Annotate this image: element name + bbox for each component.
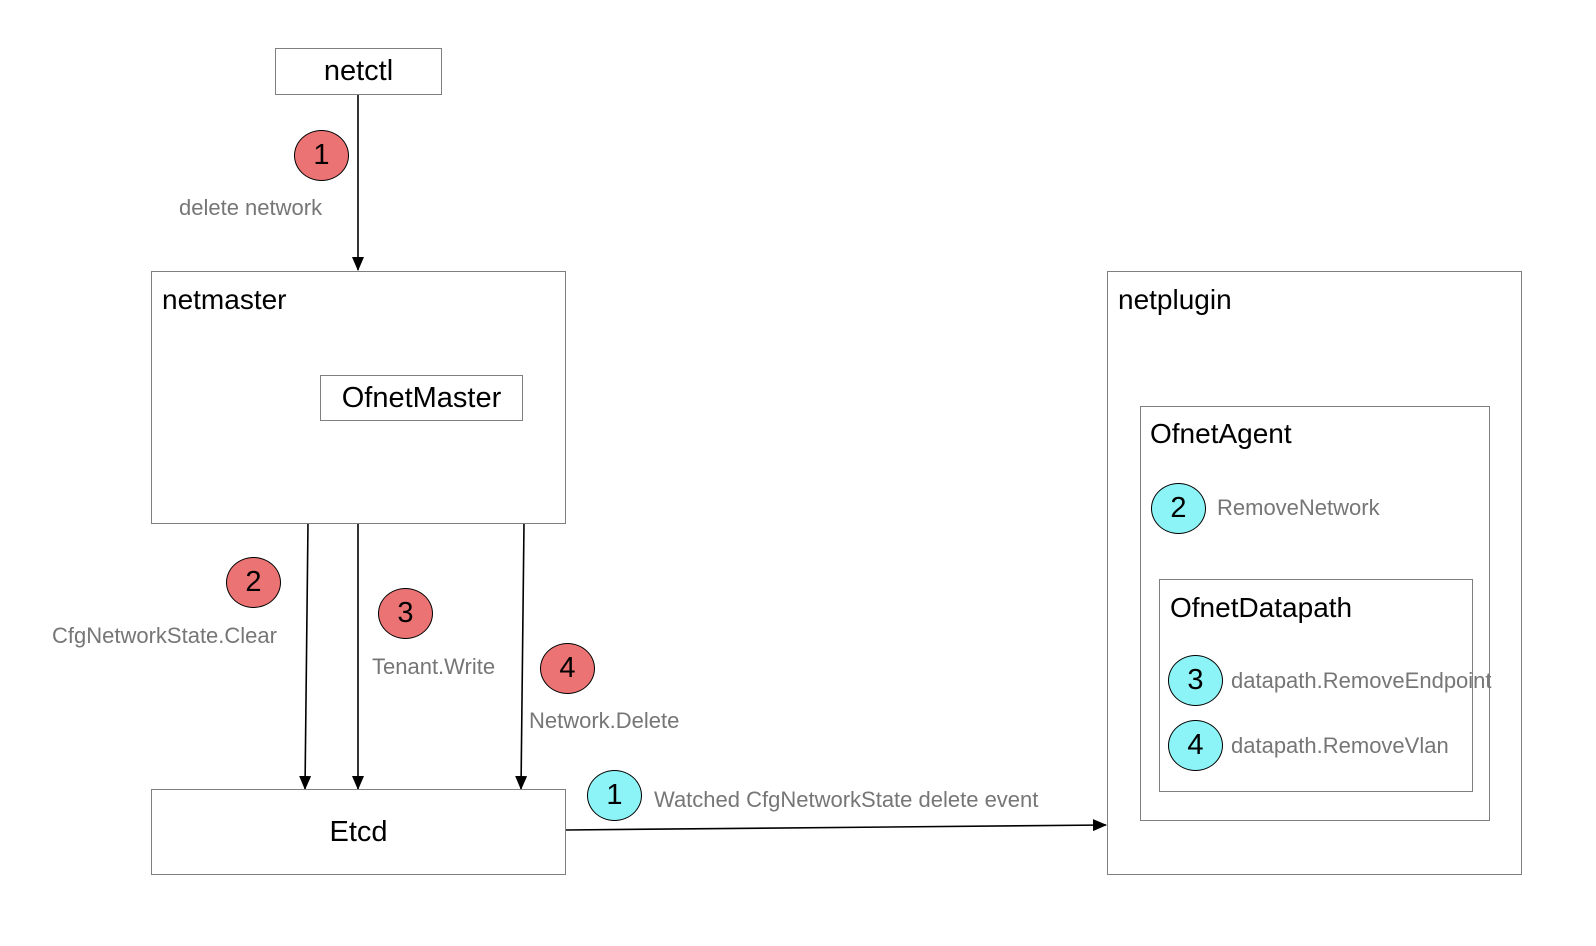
netmaster-title: netmaster xyxy=(162,284,287,315)
step-badge-remove-endpoint: 3 xyxy=(1168,655,1223,706)
arrow-cfg-clear xyxy=(299,522,312,790)
step-badge-delete-network: 1 xyxy=(294,130,349,181)
netctl-box: netctl xyxy=(275,48,442,95)
etcd-box: Etcd xyxy=(151,789,566,875)
netplugin-box xyxy=(1107,271,1522,875)
step-label-watched: Watched CfgNetworkState delete event xyxy=(654,787,1039,812)
ofnet-datapath-title: OfnetDatapath xyxy=(1170,592,1353,623)
ofnet-datapath-box xyxy=(1159,579,1473,792)
arrow-etcd-to-netplugin xyxy=(565,819,1107,832)
ofnet-agent-title: OfnetAgent xyxy=(1150,418,1292,449)
step-badge-network-delete: 4 xyxy=(540,643,595,694)
etcd-label: Etcd xyxy=(329,815,388,848)
netmaster-box xyxy=(151,271,566,524)
step-label-delete-network: delete network xyxy=(179,195,323,220)
ofnet-master-label: OfnetMaster xyxy=(341,381,502,414)
step-label-remove-network: RemoveNetwork xyxy=(1217,495,1380,520)
step-label-tenant-write: Tenant.Write xyxy=(372,654,496,679)
ofnet-master-box: OfnetMaster xyxy=(320,375,523,421)
step-label-remove-vlan: datapath.RemoveVlan xyxy=(1231,733,1449,758)
ofnet-agent-box xyxy=(1140,406,1490,821)
step-label-network-delete: Network.Delete xyxy=(529,708,680,733)
step-badge-remove-network: 2 xyxy=(1151,483,1206,534)
step-badge-tenant-write: 3 xyxy=(378,588,433,639)
netplugin-title: netplugin xyxy=(1118,284,1232,315)
step-label-remove-endpoint: datapath.RemoveEndpoint xyxy=(1231,668,1492,693)
step-label-cfg-clear: CfgNetworkState.Clear xyxy=(52,623,277,648)
step-badge-watched: 1 xyxy=(587,770,642,821)
step-badge-cfg-clear: 2 xyxy=(226,557,281,608)
arrow-network-delete xyxy=(515,522,528,790)
step-badge-remove-vlan: 4 xyxy=(1168,720,1223,771)
netctl-label: netctl xyxy=(323,55,394,87)
